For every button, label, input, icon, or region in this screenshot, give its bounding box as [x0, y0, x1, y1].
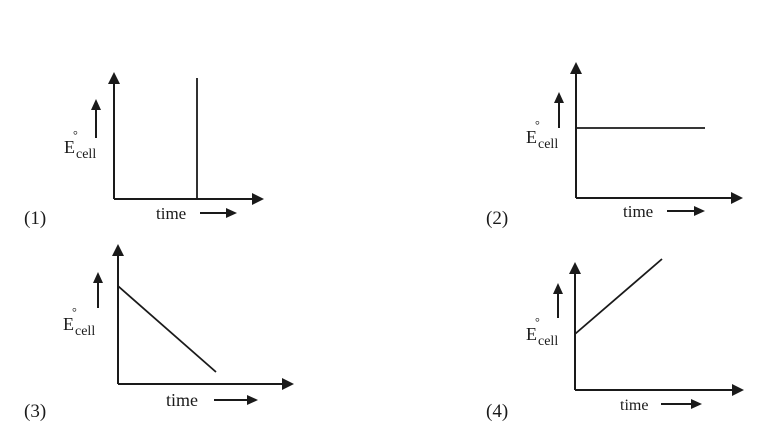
graph-1: E ° cell time (1): [24, 72, 264, 229]
graph-4-number: (4): [486, 401, 508, 422]
graph-2-ylabel-arrowhead: [554, 92, 564, 103]
graph-1-xlabel: time: [156, 204, 186, 223]
graph-3-y-axis-arrowhead: [112, 244, 124, 256]
graph-3-xlabel: time: [166, 390, 198, 410]
graph-2-ylabel-sub: cell: [538, 137, 558, 152]
graph-1-x-axis-arrowhead: [252, 193, 264, 205]
graph-3-ylabel-main: E: [63, 314, 74, 334]
graph-2-xlabel-arrowhead: [694, 206, 705, 216]
graph-4: E ° cell time (4): [486, 258, 744, 422]
graph-2-y-axis-arrowhead: [570, 62, 582, 74]
graph-4-y-axis-arrowhead: [569, 262, 581, 274]
graph-3-curve: [117, 285, 217, 373]
graph-1-ylabel-arrowhead: [91, 99, 101, 110]
graph-3-ylabel-degree: °: [72, 305, 77, 319]
graph-1-y-axis-arrowhead: [108, 72, 120, 84]
graph-3: E ° cell time (3): [24, 244, 294, 422]
graph-4-x-axis-arrowhead: [732, 384, 744, 396]
graph-4-ylabel-sub: cell: [538, 334, 558, 349]
graph-4-ylabel-degree: °: [535, 315, 540, 329]
graph-2-number: (2): [486, 208, 508, 229]
graph-1-xlabel-arrowhead: [226, 208, 237, 218]
graph-4-ylabel-arrowhead: [553, 283, 563, 294]
graph-4-xlabel: time: [620, 397, 648, 414]
graph-2-x-axis-arrowhead: [731, 192, 743, 204]
graph-2-ylabel-main: E: [526, 127, 537, 147]
graph-1-ylabel-sub: cell: [76, 147, 96, 162]
graph-3-x-axis-arrowhead: [282, 378, 294, 390]
graph-3-xlabel-arrowhead: [247, 395, 258, 405]
graph-2-xlabel: time: [623, 202, 653, 221]
graph-3-ylabel-sub: cell: [75, 324, 95, 339]
graph-4-xlabel-arrowhead: [691, 399, 702, 409]
graph-4-ylabel-main: E: [526, 324, 537, 344]
graph-4-curve: [574, 258, 663, 335]
graph-3-number: (3): [24, 401, 46, 422]
graph-3-ylabel-arrowhead: [93, 272, 103, 283]
graph-1-ylabel-main: E: [64, 137, 75, 157]
graph-1-number: (1): [24, 208, 46, 229]
graph-2: E ° cell time (2): [486, 62, 743, 229]
graph-1-ylabel-degree: °: [73, 128, 78, 142]
graph-2-ylabel-degree: °: [535, 118, 540, 132]
